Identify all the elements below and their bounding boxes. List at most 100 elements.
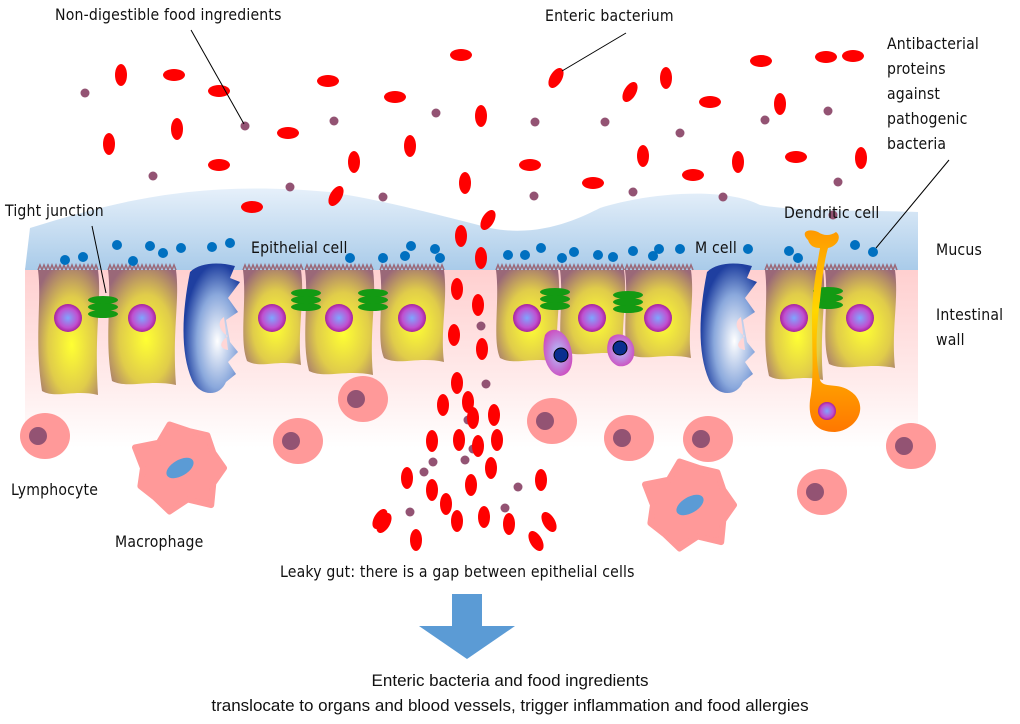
label-epithelial-cell: Epithelial cell	[251, 238, 348, 257]
antibacterial-protein	[793, 253, 803, 263]
enteric-bacterium	[475, 105, 487, 127]
enteric-bacterium	[163, 69, 185, 81]
m-cell-pocket	[736, 317, 745, 350]
enteric-bacterium	[448, 324, 460, 346]
enteric-bacterium	[699, 96, 721, 108]
microvilli	[242, 262, 304, 271]
enteric-bacterium	[472, 435, 484, 457]
enteric-bacterium	[732, 151, 744, 173]
enteric-bacterium	[582, 177, 604, 189]
macrophage-nucleus	[676, 494, 704, 516]
enteric-bacterium	[528, 531, 544, 551]
antibacterial-protein	[628, 246, 638, 256]
enteric-bacterium	[637, 145, 649, 167]
tight-junction-strand	[291, 296, 321, 304]
antibacterial-proteins	[60, 238, 878, 266]
antibacterial-protein	[503, 250, 513, 260]
enteric-bacterium	[453, 429, 465, 451]
label-tight-junction: Tight junction	[5, 201, 104, 220]
enteric-bacterium	[660, 67, 672, 89]
tight-junction-strand	[540, 288, 570, 296]
enteric-bacterium	[451, 278, 463, 300]
antibacterial-protein	[430, 244, 440, 254]
microvilli	[304, 262, 374, 271]
food-particle	[285, 182, 295, 192]
label-leaky-gut: Leaky gut: there is a gap between epithe…	[280, 562, 635, 581]
enteric-bacterium	[476, 338, 488, 360]
lymphocyte-nucleus	[692, 430, 710, 448]
conclusion-line-2: translocate to organs and blood vessels,…	[211, 696, 809, 715]
label-mucus: Mucus	[936, 240, 982, 259]
lymphocyte-nucleus	[613, 429, 631, 447]
enteric-bacterium	[462, 391, 474, 413]
label-m-cell: M cell	[695, 238, 737, 257]
macrophages	[132, 421, 737, 552]
label-intestinal-wall: Intestinal wall	[936, 305, 1004, 349]
antibacterial-protein	[400, 251, 410, 261]
food-particle	[530, 117, 540, 127]
enteric-bacterium	[437, 394, 449, 416]
antibacterial-protein	[569, 247, 579, 257]
enteric-bacterium	[465, 474, 477, 496]
nucleus	[780, 304, 808, 332]
conclusion-line-1: Enteric bacteria and food ingredients	[371, 671, 649, 690]
enteric-bacterium	[451, 372, 463, 394]
intraepithelial-lymphocytes	[543, 329, 635, 376]
leader-line-tight-junction	[91, 225, 107, 294]
tight-junction-strand	[291, 289, 321, 297]
enteric-bacterium	[208, 85, 230, 97]
enteric-bacterium	[682, 169, 704, 181]
enteric-bacteria	[103, 49, 867, 551]
antibacterial-protein	[112, 240, 122, 250]
leader-line-bacterium	[561, 32, 627, 72]
enteric-bacterium	[503, 513, 515, 535]
dendritic-cell	[804, 230, 861, 432]
antibacterial-protein	[850, 240, 860, 250]
lymphocyte-nucleus	[895, 437, 913, 455]
tight-junction-strand	[613, 298, 643, 306]
antibacterial-protein	[520, 250, 530, 260]
tight-junctions	[88, 287, 843, 318]
food-particle	[500, 503, 510, 513]
nucleus	[513, 304, 541, 332]
nucleus	[578, 304, 606, 332]
food-particle	[628, 187, 638, 197]
enteric-bacterium	[785, 151, 807, 163]
label-lymphocyte: Lymphocyte	[11, 480, 99, 499]
food-particle	[833, 177, 843, 187]
food-particle	[600, 117, 610, 127]
antibacterial-protein	[654, 244, 664, 254]
nucleus	[258, 304, 286, 332]
lymphocyte-nucleus	[29, 427, 47, 445]
food-particle	[378, 192, 388, 202]
antibacterial-protein	[675, 244, 685, 254]
enteric-bacterium	[467, 407, 479, 429]
microvilli	[37, 262, 99, 271]
label-macrophage: Macrophage	[115, 532, 204, 551]
tight-junction-strand	[88, 303, 118, 311]
food-particle	[80, 88, 90, 98]
food-particle	[529, 191, 539, 201]
tight-junction-strand	[613, 305, 643, 313]
enteric-bacterium	[855, 147, 867, 169]
food-particle	[760, 115, 770, 125]
antibacterial-protein	[868, 247, 878, 257]
food-particle	[329, 116, 339, 126]
food-particle	[823, 106, 833, 116]
lymphocytes	[20, 376, 936, 515]
food-particle	[675, 128, 685, 138]
enteric-bacterium	[401, 467, 413, 489]
enteric-bacterium	[372, 509, 388, 529]
nucleus	[325, 304, 353, 332]
enteric-bacterium	[750, 55, 772, 67]
tight-junction-strand	[88, 296, 118, 304]
tight-junction-strand	[291, 303, 321, 311]
enteric-bacterium	[475, 247, 487, 269]
label-enteric-bacterium: Enteric bacterium	[545, 6, 674, 25]
enteric-bacterium	[519, 159, 541, 171]
antibacterial-protein	[225, 238, 235, 248]
food-particle	[481, 379, 491, 389]
antibacterial-protein	[435, 253, 445, 263]
nucleus	[846, 304, 874, 332]
